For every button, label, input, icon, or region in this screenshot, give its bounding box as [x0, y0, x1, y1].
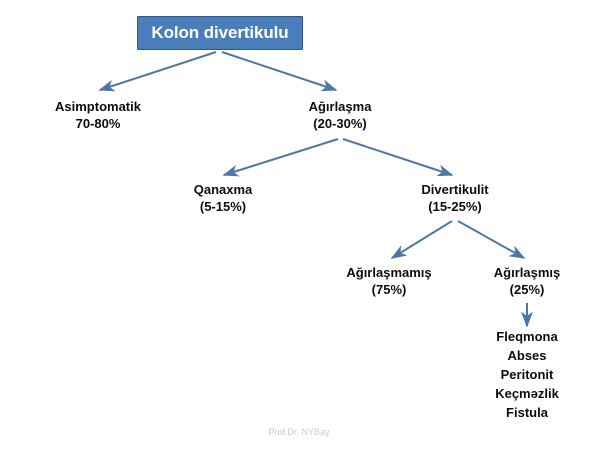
node-qanaxma-label: Qanaxma — [193, 182, 253, 197]
node-agirlasmamis-value: (75%) — [371, 282, 407, 297]
node-asimptomatik-value: 70-80% — [75, 116, 121, 131]
node-agirlasma-value: (20-30%) — [313, 116, 367, 131]
node-agirlasmamis: Ağırlaşmamış (75%) — [346, 264, 431, 298]
node-qanaxma: Qanaxma (5-15%) — [194, 181, 253, 215]
node-agirlasmis-value: (25%) — [509, 282, 545, 297]
arrow-root-to-asimptomatik — [98, 51, 217, 92]
arrow-divertikulit-to-agirlasmamis — [390, 220, 453, 259]
arrow-root-to-agirlasma — [221, 51, 338, 92]
complication-item-fistula: Fistula — [506, 405, 548, 420]
node-asimptomatik: Asimptomatik 70-80% — [55, 98, 141, 132]
complication-item-kecmezlik: Keçməzlik — [495, 386, 559, 401]
node-agirlasmis-label: Ağırlaşmış — [493, 265, 561, 280]
node-asimptomatik-label: Asimptomatik — [55, 99, 141, 114]
complication-item-fleqmona: Fleqmona — [496, 329, 558, 344]
arrow-agirlasma-to-qanaxma — [222, 138, 339, 177]
node-kolon-divertikulu: Kolon divertikulu — [137, 16, 303, 50]
complications-list: Fleqmona Abses Peritonit Keçməzlik Fistu… — [495, 327, 559, 422]
complication-item-peritonit: Peritonit — [500, 367, 554, 382]
node-divertikulit-label: Divertikulit — [421, 182, 489, 197]
node-divertikulit: Divertikulit (15-25%) — [421, 181, 488, 215]
arrow-divertikulit-to-agirlasmis — [457, 220, 526, 259]
node-qanaxma-value: (5-15%) — [199, 199, 247, 214]
author-credit: Prof.Dr. NYBay — [268, 427, 330, 437]
node-agirlasmamis-label: Ağırlaşmamış — [346, 265, 432, 280]
node-agirlasma-label: Ağırlaşma — [308, 99, 372, 114]
node-agirlasma: Ağırlaşma (20-30%) — [309, 98, 372, 132]
complication-item-abses: Abses — [507, 348, 547, 363]
node-agirlasmis: Ağırlaşmış (25%) — [494, 264, 560, 298]
root-label: Kolon divertikulu — [151, 23, 289, 42]
node-divertikulit-value: (15-25%) — [428, 199, 482, 214]
arrow-agirlasma-to-divertikulit — [342, 138, 454, 177]
